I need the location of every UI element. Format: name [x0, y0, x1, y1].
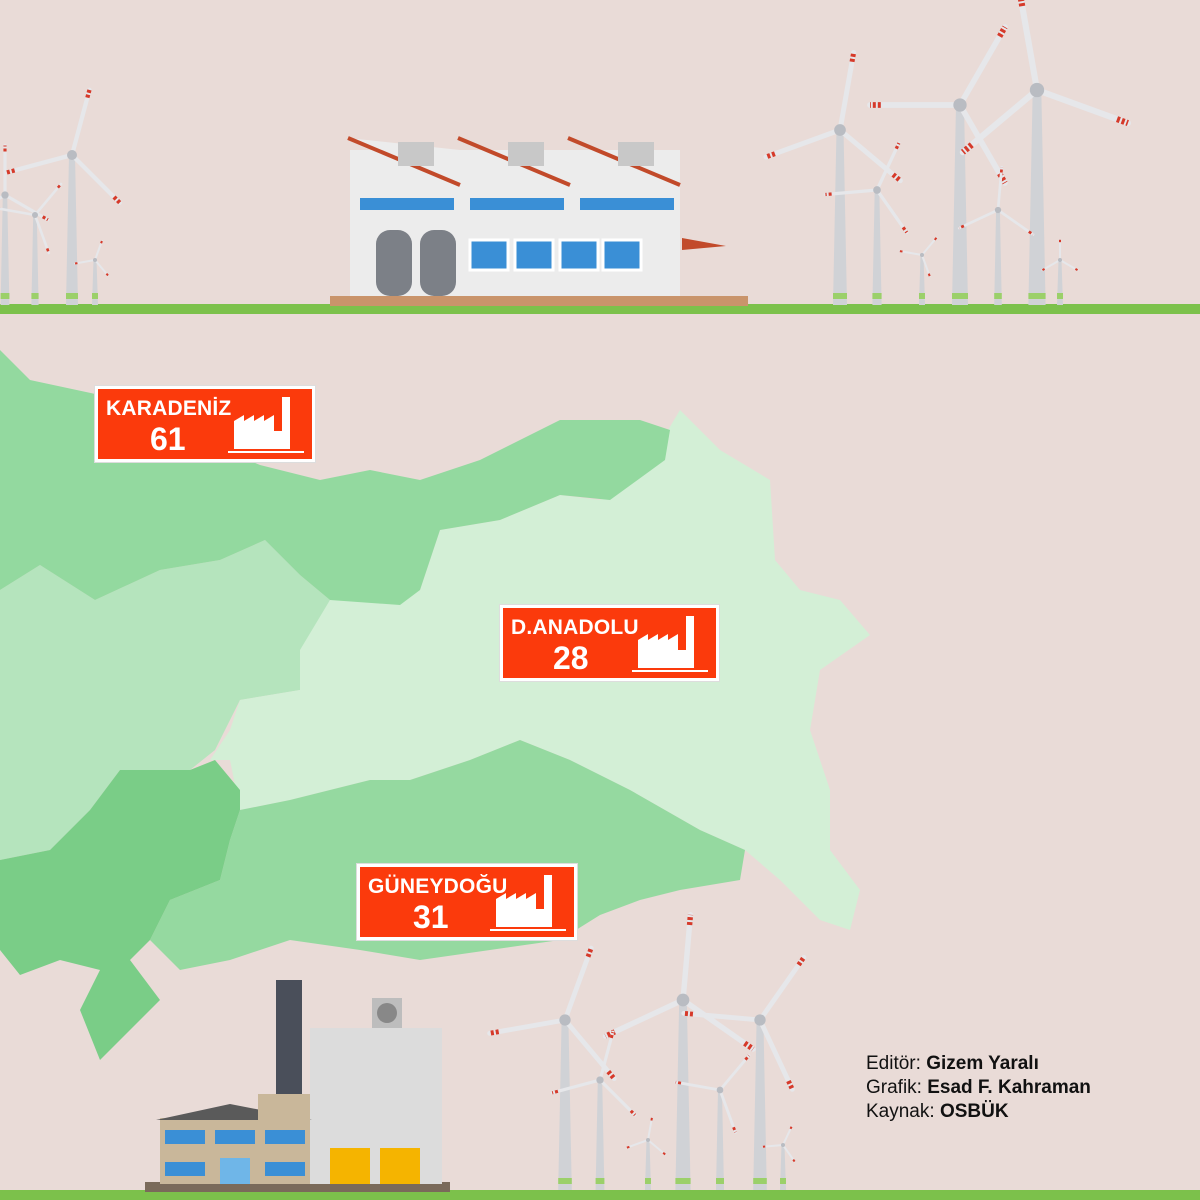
- region-karadeniz: [0, 350, 670, 605]
- region-name: KARADENİZ: [106, 397, 232, 420]
- credits: Editör: Gizem Yaralı Grafik: Esad F. Kah…: [866, 1052, 1091, 1124]
- wind-turbine: [487, 945, 617, 1190]
- wind-turbine: [823, 141, 909, 305]
- region-label-dogu-anadolu[interactable]: D.ANADOLU 28: [500, 605, 719, 681]
- credit-graphic: Grafik: Esad F. Kahraman: [866, 1076, 1091, 1100]
- wind-turbine: [898, 236, 938, 305]
- factory-count: 28: [553, 640, 589, 676]
- map: [0, 350, 870, 1060]
- wind-turbine: [4, 87, 122, 305]
- factory-icon: [632, 616, 708, 672]
- wind-turbine: [0, 143, 50, 305]
- wind-turbines: [0, 0, 1131, 1190]
- wind-turbine: [957, 166, 1035, 305]
- grass-strip-bottom: [0, 1190, 1200, 1200]
- wind-turbine: [761, 1125, 796, 1190]
- credit-label: Grafik:: [866, 1077, 922, 1098]
- wind-turbine: [602, 912, 756, 1190]
- credit-source: Kaynak: OSBÜK: [866, 1100, 1091, 1124]
- wind-turbine: [1041, 238, 1079, 305]
- credit-value: Esad F. Kahraman: [927, 1077, 1091, 1098]
- wind-turbine: [0, 182, 63, 305]
- region-ic-anadolu: [0, 540, 330, 860]
- wind-turbine: [959, 0, 1131, 305]
- credit-value: OSBÜK: [939, 1101, 1009, 1122]
- region-label-karadeniz[interactable]: KARADENİZ 61: [95, 386, 315, 462]
- factory-illustration-top: [330, 136, 748, 306]
- factory-icon: [490, 875, 566, 931]
- region-akdeniz: [0, 760, 240, 1060]
- factory-count: 31: [413, 899, 449, 935]
- region-label-guneydogu[interactable]: GÜNEYDOĞU 31: [357, 864, 577, 940]
- wind-turbine: [867, 24, 1008, 305]
- credit-label: Editör:: [866, 1053, 921, 1074]
- region-name: D.ANADOLU: [511, 616, 639, 639]
- grass-strip-top: [0, 304, 1200, 314]
- region-guneydogu: [150, 740, 745, 970]
- wind-turbine: [625, 1116, 667, 1190]
- factory-icon: [228, 397, 304, 453]
- credit-label: Kaynak:: [866, 1101, 935, 1122]
- factory-count: 61: [150, 421, 186, 457]
- wind-turbine: [550, 1030, 637, 1190]
- wind-turbine: [763, 49, 903, 305]
- wind-turbine: [674, 1054, 751, 1190]
- wind-turbine: [681, 954, 807, 1190]
- factory-illustration-bottom: [145, 980, 450, 1192]
- credit-editor: Editör: Gizem Yaralı: [866, 1052, 1091, 1076]
- region-name: GÜNEYDOĞU: [368, 875, 508, 898]
- wind-turbine: [74, 239, 110, 305]
- credit-value: Gizem Yaralı: [926, 1053, 1039, 1074]
